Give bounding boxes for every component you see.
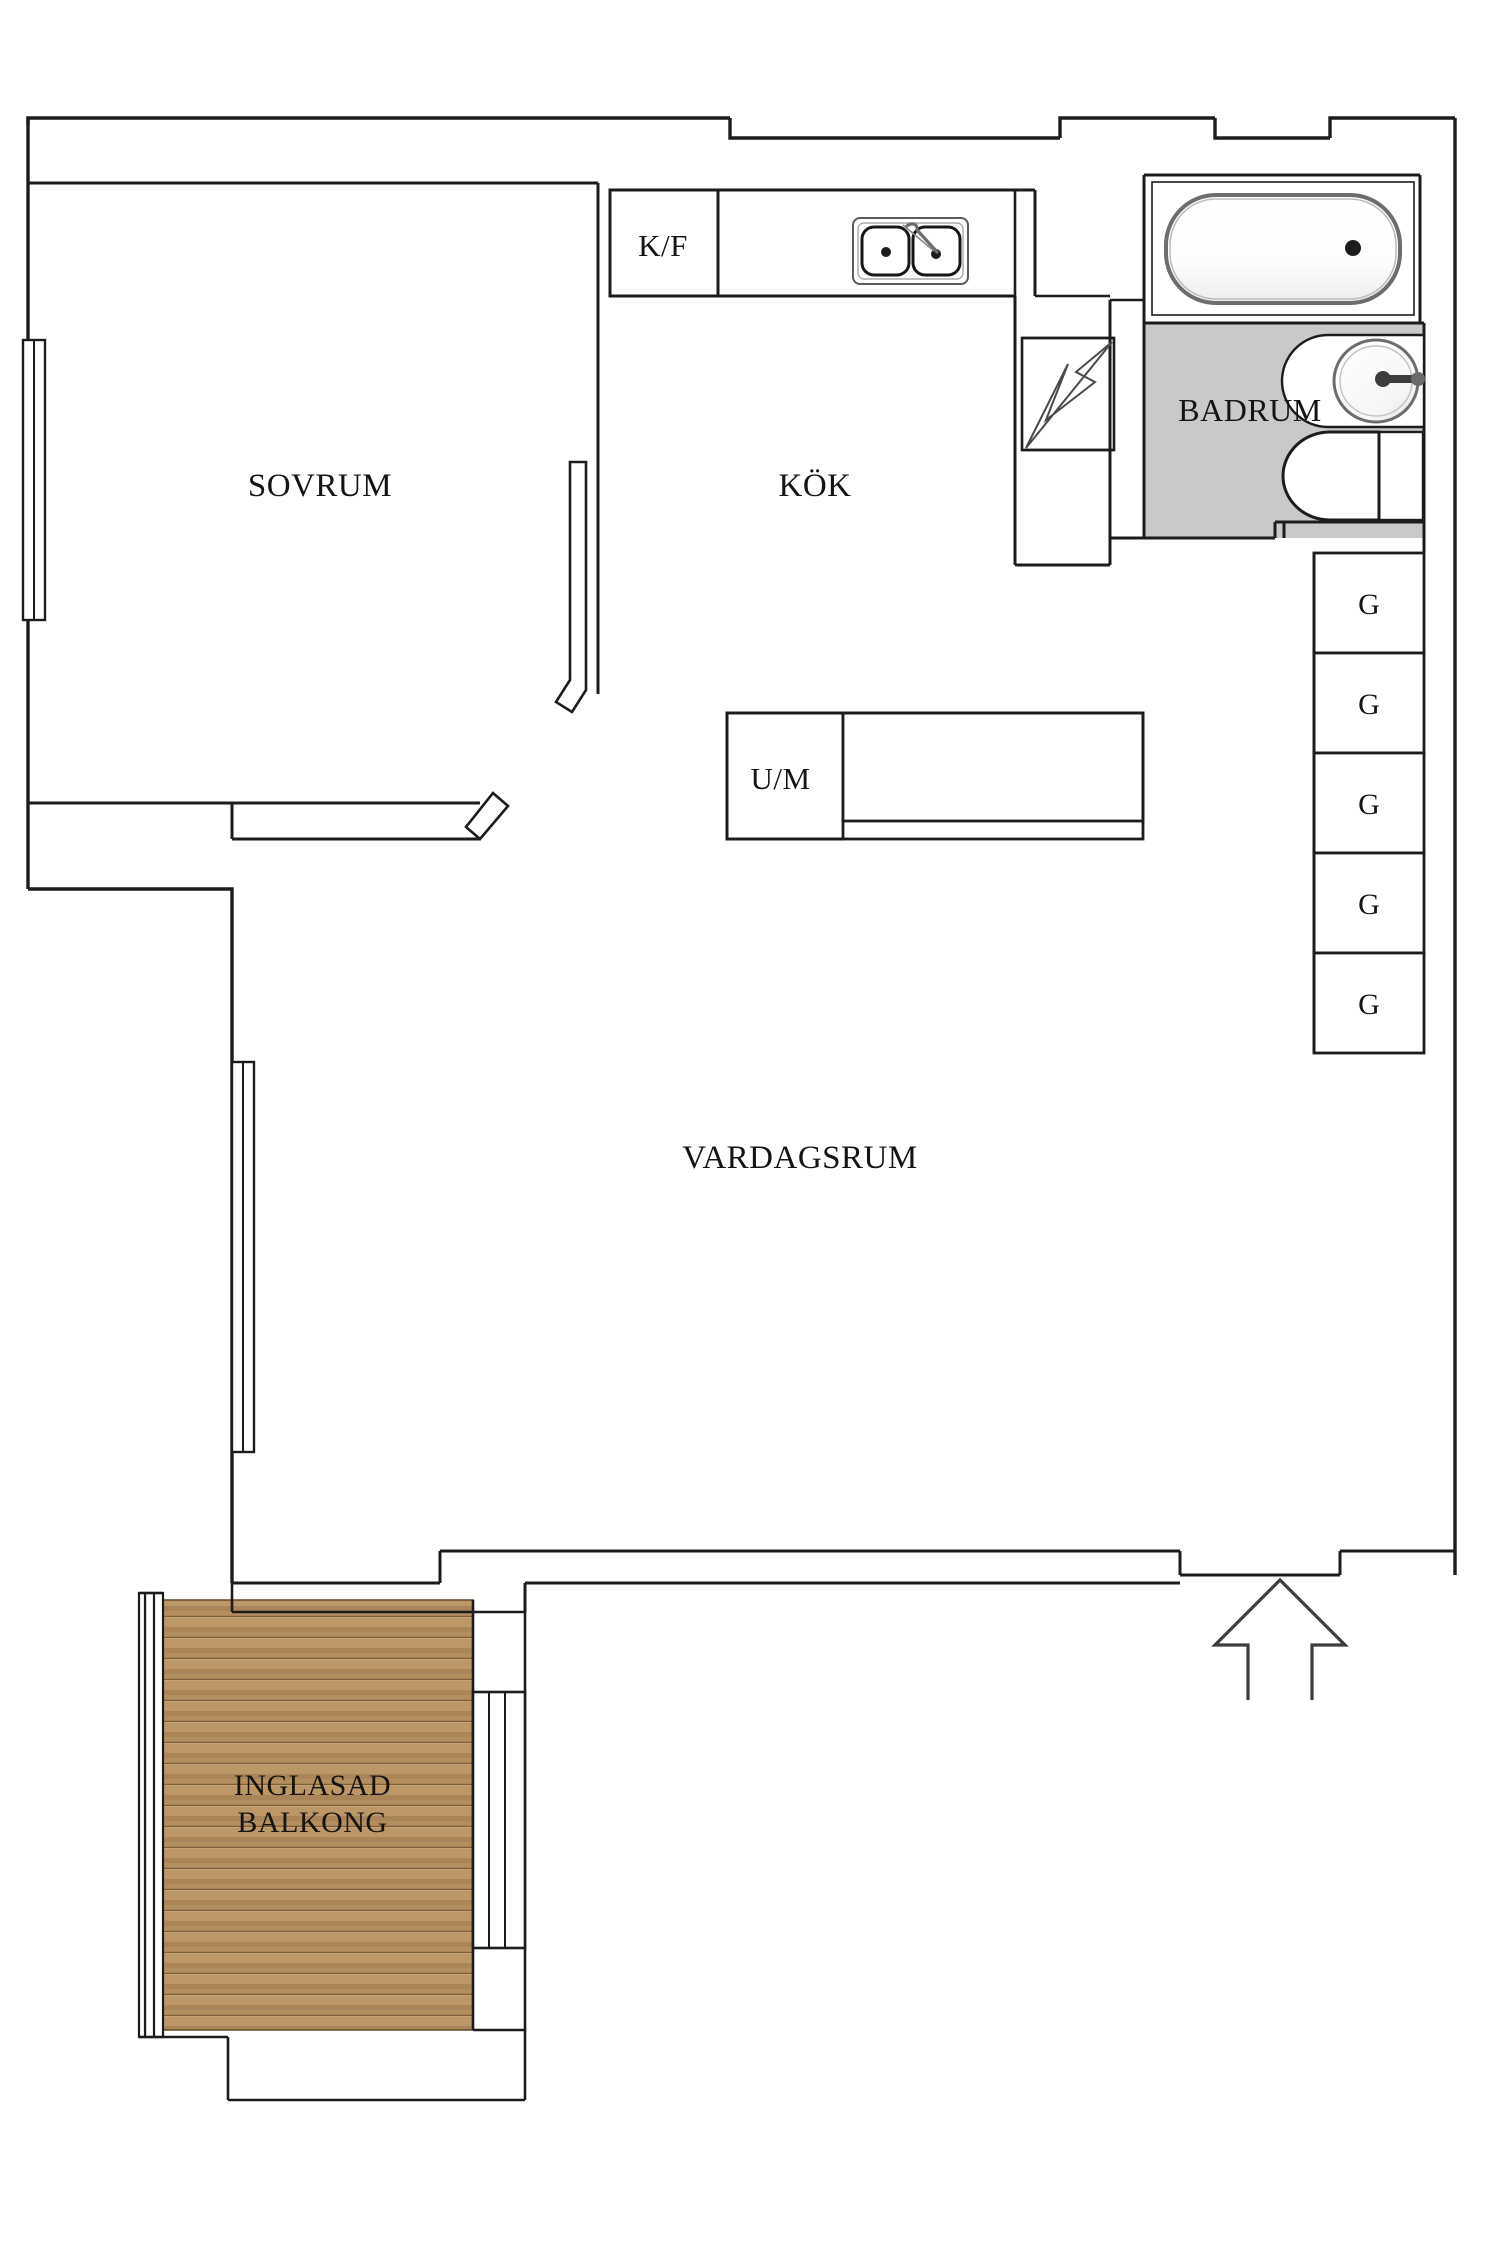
wardrobe-closets — [1312, 551, 1426, 1055]
windows — [21, 338, 256, 1454]
oven-micro-unit — [725, 711, 1145, 841]
toilet-icon — [1281, 430, 1425, 522]
um-bench — [841, 711, 1145, 823]
wardrobe-column-edges — [1282, 522, 1426, 1053]
balcony — [137, 1591, 527, 2102]
misc-partitions — [230, 190, 1144, 1614]
closet-cell — [1312, 951, 1426, 1055]
balcony-deck — [163, 1600, 473, 2030]
closet-label-2: G — [1358, 688, 1380, 721]
um-outline — [725, 711, 1145, 841]
um-box — [725, 711, 845, 841]
door-leaves — [464, 460, 588, 841]
closet-label-5: G — [1358, 988, 1380, 1021]
entrance-arrow-icon — [1211, 1577, 1349, 1700]
kitchen-door-leaf — [554, 460, 588, 714]
outer-walls — [26, 116, 1457, 1583]
closet-label-3: G — [1358, 788, 1380, 821]
closet-label-4: G — [1358, 888, 1380, 921]
closet-label-1: G — [1358, 588, 1380, 621]
bathtub-icon — [1151, 181, 1415, 316]
electric-panel-icon — [1020, 336, 1116, 452]
washbasin-icon — [1280, 333, 1426, 429]
bedroom-door-leaf — [464, 791, 510, 841]
kitchen-sink-icon — [852, 217, 969, 285]
